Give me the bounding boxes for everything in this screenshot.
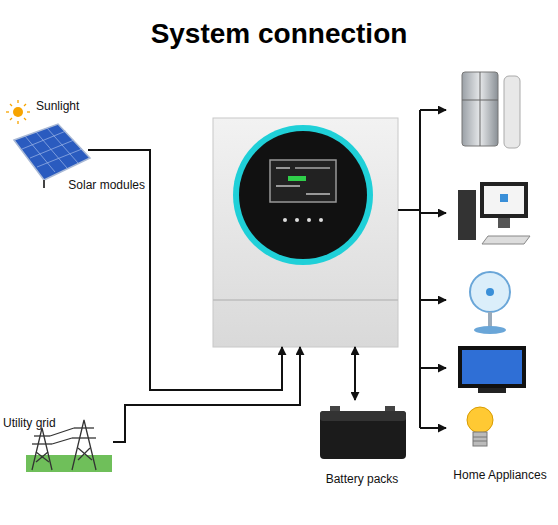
connector-line: [113, 347, 300, 442]
inverter-node: [213, 118, 398, 347]
node-text: Home Appliances: [453, 468, 546, 482]
connector: [355, 347, 356, 400]
bulb-icon: [467, 407, 493, 446]
connector-line: [419, 110, 421, 428]
connector-line: [420, 109, 446, 111]
battery-icon: [320, 406, 406, 459]
connector-line: [420, 367, 446, 369]
node-text: Solar modules: [68, 178, 145, 192]
sun-icon: [6, 100, 30, 124]
fridge-icon: [462, 72, 520, 148]
connector: [145, 150, 282, 390]
connector-line: [420, 427, 446, 429]
tv-icon: [458, 346, 526, 393]
connector-line: [145, 150, 282, 390]
fan-icon: [470, 272, 510, 334]
battery-node: Battery packs: [312, 400, 412, 486]
connector: [113, 347, 300, 442]
solar-module-node: Solar modules: [5, 100, 145, 192]
connector-line: [398, 209, 420, 211]
text-label: Sunlight: [36, 99, 79, 113]
computer-icon: [458, 182, 530, 244]
utility-grid-node: Utility grid: [3, 416, 113, 476]
node-text: Battery packs: [326, 472, 399, 486]
appliances-node: Home Appliances: [446, 62, 554, 482]
node-text: Utility grid: [3, 416, 56, 430]
connector-line: [420, 212, 446, 214]
connector-line: [420, 299, 446, 301]
diagram-title: System connection: [0, 18, 558, 50]
connector: [398, 110, 446, 428]
connector-line: [354, 347, 356, 400]
inverter-icon: [213, 118, 398, 347]
